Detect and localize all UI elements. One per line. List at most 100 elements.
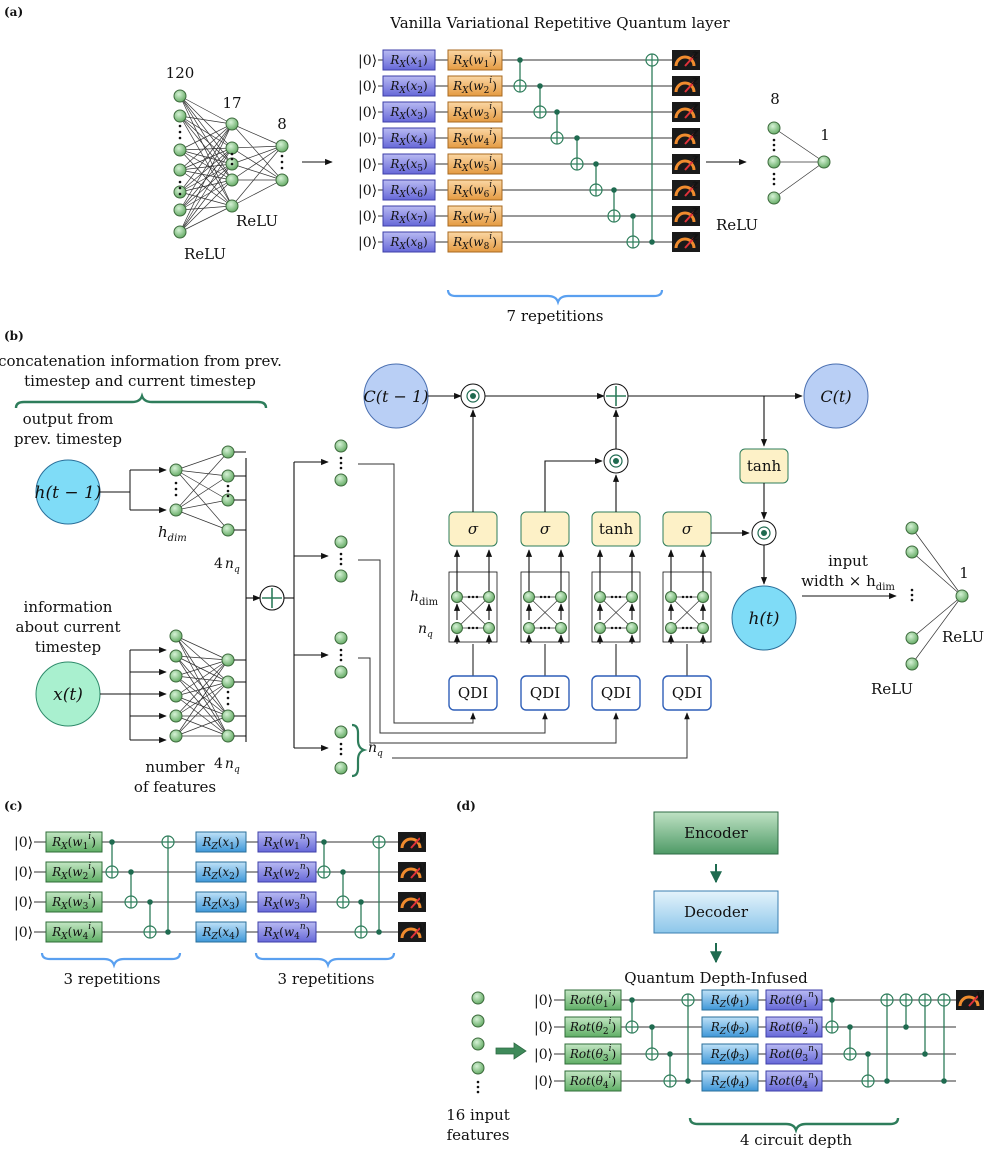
nn-edge (175, 635, 229, 683)
nn-edge (911, 551, 963, 597)
panel-a-output-network (767, 121, 831, 205)
gate-label: σ (468, 520, 479, 538)
meter-arc (400, 897, 422, 909)
panel-label-b: (b) (4, 329, 24, 343)
panel-b-concat-networks (100, 445, 246, 744)
output-input-neuron (905, 521, 919, 535)
encoding-gate-label: RX(x4) (389, 131, 427, 148)
nn-edge (231, 123, 283, 181)
qdi-label: QDI (458, 684, 488, 702)
nn-edge (175, 475, 229, 511)
rot-gate-label: Rot(θ2i) (569, 1017, 616, 1037)
ellipsis-dot (475, 595, 479, 599)
ellipsis-dot (772, 172, 776, 176)
nn-edge (179, 123, 233, 171)
nn-edge (231, 145, 283, 165)
hidden-neuron (275, 139, 289, 153)
qnn-box (662, 571, 712, 643)
ellipsis-dot (772, 177, 776, 181)
hidden-neuron (225, 117, 239, 131)
target-xor-cross (590, 184, 602, 196)
repetition-brace-c1 (40, 952, 182, 969)
ket-zero: |0⟩ (358, 235, 377, 251)
output-input-neuron (767, 121, 781, 135)
encoding-gate (382, 127, 436, 149)
split-neuron (334, 761, 348, 775)
feature-neuron (169, 729, 183, 743)
weight-gate-label: RX(w3n) (263, 892, 311, 912)
nn-edge (231, 145, 283, 207)
control-dot (629, 997, 635, 1003)
hidden-state-current-label: h(t) (748, 609, 779, 629)
output-size-1: 1 (959, 564, 969, 582)
encoding-gate-label: RZ(ϕ1) (710, 993, 750, 1010)
info-current-line3: timestep (35, 638, 101, 656)
nn-edge (175, 659, 229, 677)
concat-neuron-bottom (221, 675, 235, 689)
qnn-neuron (626, 591, 638, 603)
ellipsis-dot (339, 456, 343, 460)
ellipsis-dot (230, 162, 234, 166)
encoding-gate-label: RX(x8) (389, 235, 427, 252)
ellipsis-dot (280, 154, 284, 158)
encoding-gate-label: RZ(x2) (201, 865, 239, 882)
control-dot (321, 839, 327, 845)
info-current-line1: information (24, 598, 113, 616)
ellipsis-dot (476, 1090, 480, 1094)
qnn-neuron (523, 591, 535, 603)
nn-edge (179, 115, 233, 149)
route-to-qdi-3 (358, 657, 619, 744)
qdi-label: QDI (530, 684, 560, 702)
measure-basis-label: y (417, 860, 426, 873)
ellipsis-dot (471, 626, 475, 630)
weight-gate (45, 861, 103, 883)
split-neuron (334, 665, 348, 679)
qnn-neuron (665, 622, 677, 634)
relu-label-b-left: ReLU (871, 680, 913, 698)
ellipsis-dot (339, 557, 343, 561)
ellipsis-dot (543, 595, 547, 599)
ellipsis-dot (280, 166, 284, 170)
input-feature-neuron (471, 1037, 485, 1051)
relu-label-input: ReLU (184, 245, 226, 263)
encoding-gate (382, 49, 436, 71)
output-multiply-icon (761, 530, 767, 536)
ellipsis-dot (339, 552, 343, 556)
decoder-block (653, 890, 779, 934)
nn-edge (175, 451, 229, 471)
nn-edge (456, 596, 490, 629)
depth-brace (688, 1117, 900, 1134)
nn-edge (175, 675, 229, 717)
cell-state-current (803, 363, 869, 429)
qnn-neuron (483, 591, 495, 603)
ket-zero: |0⟩ (534, 1074, 553, 1090)
encoding-gate (701, 989, 759, 1011)
input-neuron (173, 163, 187, 177)
ellipsis-dot (618, 626, 622, 630)
target-xor-cross (125, 896, 137, 908)
qnn-neuron (594, 591, 606, 603)
nn-edge (179, 205, 233, 233)
control-dot (165, 929, 171, 935)
target-xor-cross (900, 994, 912, 1006)
meter-arc (400, 837, 422, 849)
target-xor-cross (919, 994, 931, 1006)
ellipsis-dot (547, 626, 551, 630)
weight-gate (45, 891, 103, 913)
repetition-brace-c2 (254, 952, 396, 969)
measure-basis-label: z (691, 126, 699, 139)
encoding-gate-label: RX(x5) (389, 157, 427, 174)
control-dot (941, 1078, 947, 1084)
qnn-neuron (523, 622, 535, 634)
control-dot (685, 1078, 691, 1084)
input-multiply-icon (613, 458, 619, 464)
nn-edge (175, 635, 229, 717)
measure-basis-label: z (691, 178, 699, 191)
target-xor-cross (826, 1021, 838, 1033)
hdim-label: hdim (158, 523, 187, 544)
meter-arc (674, 107, 696, 119)
hdim-neuron (169, 503, 183, 517)
ellipsis-dot (339, 752, 343, 756)
